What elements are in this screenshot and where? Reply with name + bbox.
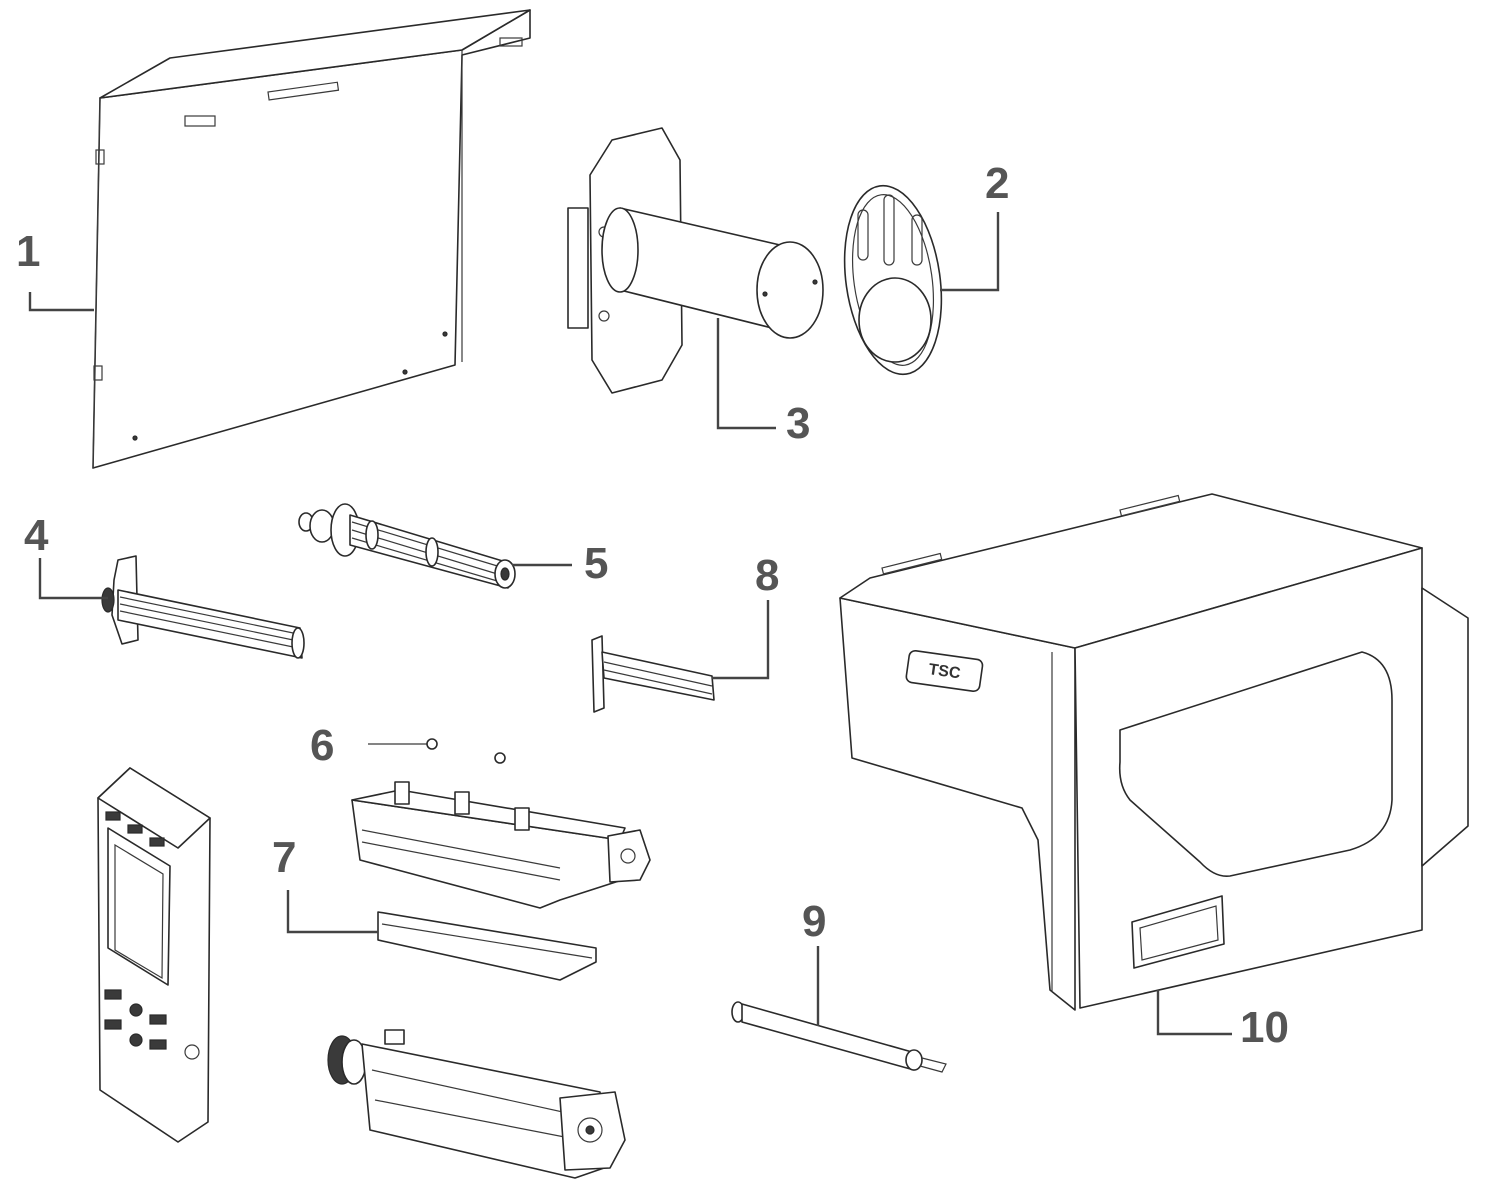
callout-2: 2 <box>985 159 1009 208</box>
leader-1 <box>28 292 94 312</box>
callout-9: 9 <box>802 897 826 946</box>
callout-7: 7 <box>272 833 296 882</box>
part-8-ribbon-guide-bar <box>591 635 715 713</box>
callout-8: 8 <box>755 551 779 600</box>
callout-5: 5 <box>584 539 608 588</box>
leader-3 <box>716 318 776 430</box>
leader-10 <box>1156 990 1232 1036</box>
leader-8 <box>712 600 770 680</box>
part-3-supply-spindle <box>567 127 824 394</box>
front-control-panel <box>97 767 211 1143</box>
part-2-hub-plate <box>843 184 943 376</box>
part-5-ribbon-supply-spindle <box>298 503 516 589</box>
part-10-top-cover: TSC <box>839 493 1469 1011</box>
part-6-screws <box>368 738 506 764</box>
cover-logo: TSC <box>927 661 961 682</box>
callout-6: 6 <box>310 721 334 770</box>
callout-10: 10 <box>1240 1003 1289 1052</box>
callout-3: 3 <box>786 399 810 448</box>
part-9-roller-bar <box>731 1001 947 1073</box>
leader-4 <box>38 558 108 600</box>
leader-2 <box>940 212 1000 292</box>
leader-7 <box>286 890 378 934</box>
callout-1: 1 <box>16 227 40 276</box>
part-4-ribbon-rewind-spindle <box>101 555 305 659</box>
part-7-platen-plate <box>377 911 597 981</box>
callout-4: 4 <box>24 511 49 560</box>
part-1-side-panel <box>92 9 531 469</box>
print-head-assembly <box>351 781 651 909</box>
ribbon-rewind-mechanism <box>327 1029 626 1179</box>
